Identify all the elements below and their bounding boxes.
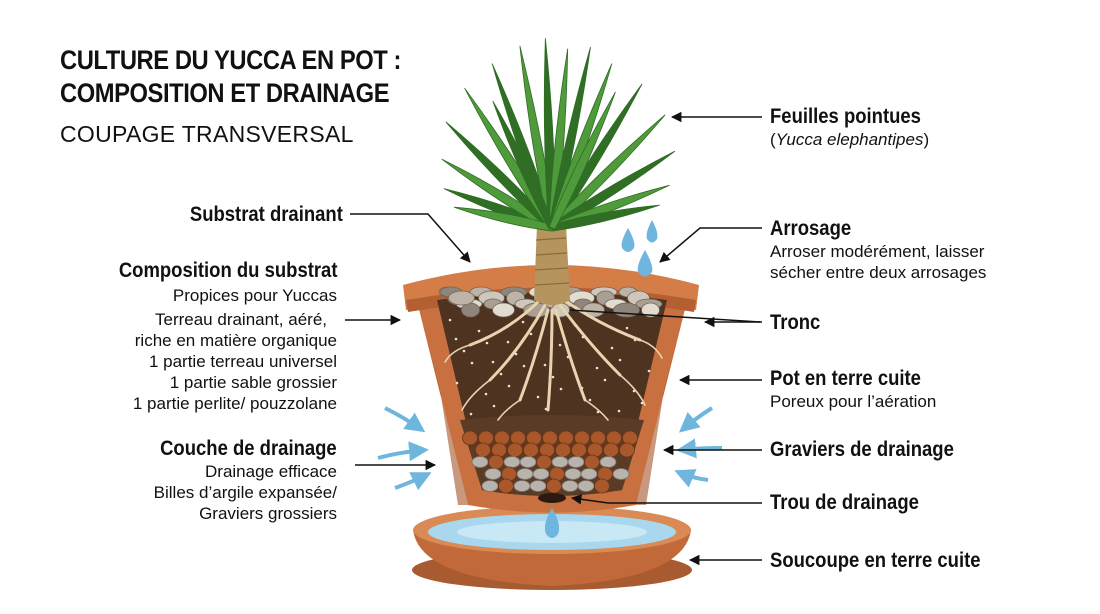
- label-trou-drainage: Trou de drainage: [770, 490, 939, 515]
- title-line-1: CULTURE DU YUCCA EN POT :: [60, 44, 401, 77]
- drainage-hole: [538, 493, 566, 503]
- water-drops: [622, 220, 658, 277]
- label-composition-substrat: Composition du substrat Propices pour Yu…: [89, 258, 338, 414]
- page-subtitle: COUPAGE TRANSVERSAL: [60, 121, 354, 148]
- label-feuilles-pointues: Feuilles pointues (Yucca elephantipes): [770, 104, 942, 150]
- label-soucoupe: Soucoupe en terre cuite: [770, 548, 1009, 573]
- title-line-2: COMPOSITION ET DRAINAGE: [60, 77, 401, 110]
- label-pot-terre-cuite: Pot en terre cuite Poreux pour l’aératio…: [770, 366, 942, 412]
- label-couche-drainage: Couche de drainage Drainage efficace Bil…: [136, 436, 337, 524]
- yucca-leaves: [442, 38, 675, 231]
- label-tronc: Tronc: [770, 310, 827, 335]
- label-arrosage: Arrosage Arroser modérément, laisser séc…: [770, 216, 986, 283]
- label-graviers-drainage: Graviers de drainage: [770, 437, 979, 462]
- trunk: [534, 225, 570, 305]
- label-substrat-drainant: Substrat drainant: [169, 202, 343, 227]
- page-title: CULTURE DU YUCCA EN POT : COMPOSITION ET…: [60, 44, 401, 110]
